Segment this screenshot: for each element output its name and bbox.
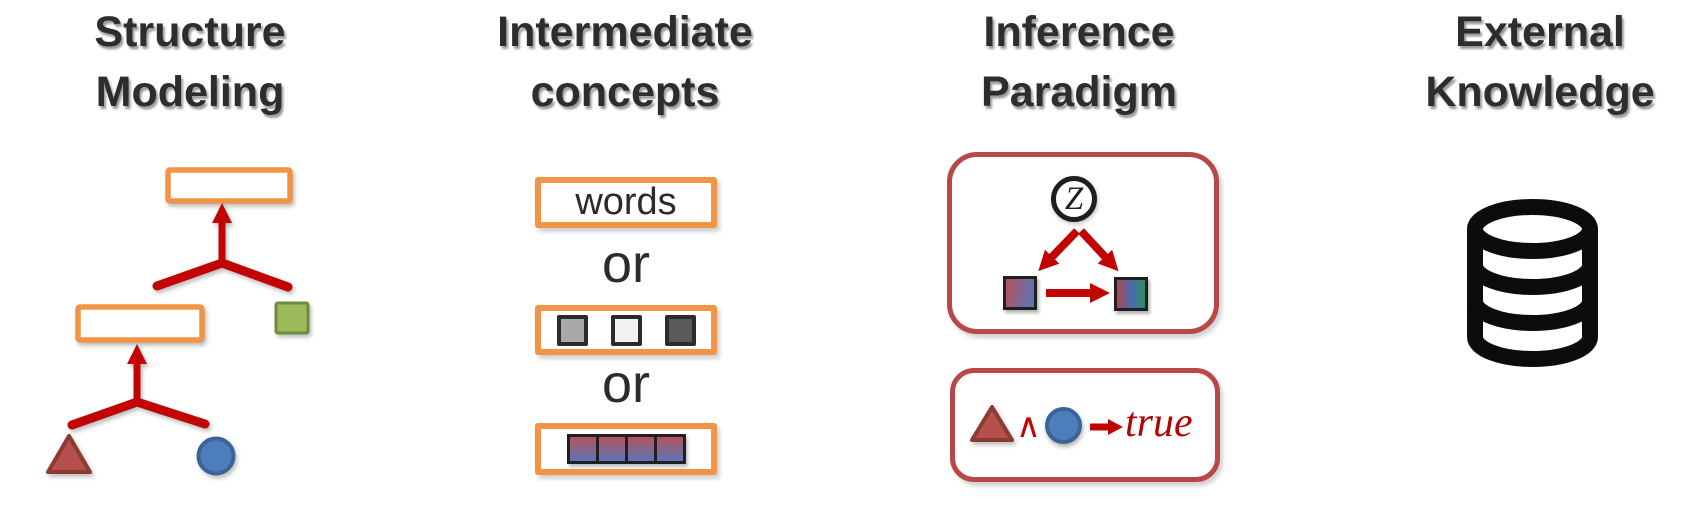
- gradient-cell-icon: [598, 437, 625, 461]
- latent-variable-label: Z: [1064, 181, 1084, 217]
- latent-variable-node: Z: [1051, 176, 1097, 222]
- embedding-square-icon: [1003, 276, 1037, 310]
- title-line: Modeling: [95, 68, 285, 116]
- column-title-structure-modeling: Structure Modeling: [30, 2, 350, 122]
- parse-tree-diagram: [46, 167, 310, 476]
- circle-icon: [1045, 407, 1082, 444]
- tree-node-box-left: [75, 304, 205, 343]
- embedding-vector-box: [535, 423, 717, 475]
- title-line: External: [1455, 8, 1625, 56]
- down-right-arrow-icon: [1078, 228, 1119, 272]
- triangle-icon: [46, 434, 92, 474]
- gray-square-icon: [610, 314, 642, 346]
- title-line: Paradigm: [981, 68, 1177, 116]
- gradient-cell-icon: [627, 437, 654, 461]
- title-line: concepts: [530, 68, 720, 116]
- circle-icon: [196, 436, 236, 476]
- tree-branch-upper: [152, 258, 293, 292]
- database-icon: [1467, 199, 1598, 367]
- gray-squares-row: [541, 311, 711, 349]
- embedding-cells-strip: [566, 434, 686, 464]
- gray-square-icon: [664, 314, 696, 346]
- title-line: Intermediate: [497, 8, 753, 56]
- column-title-inference-paradigm: Inference Paradigm: [919, 2, 1239, 122]
- gradient-cell-icon: [569, 437, 596, 461]
- latent-arrows-diagram: [1038, 228, 1119, 303]
- column-title-intermediate-concepts: Intermediate concepts: [465, 2, 785, 122]
- title-line: Knowledge: [1425, 68, 1655, 116]
- latent-variable-panel: Z: [947, 152, 1219, 334]
- embedding-square-icon: [1114, 277, 1148, 311]
- title-line: Structure: [94, 8, 286, 56]
- tree-node-box-top: [165, 167, 293, 204]
- gray-square-icon: [556, 314, 588, 346]
- column-title-external-knowledge: External Knowledge: [1380, 2, 1699, 122]
- words-label: words: [575, 181, 677, 223]
- down-left-arrow-icon: [1038, 228, 1080, 272]
- tree-branch-lower: [67, 397, 210, 430]
- triangle-icon: [970, 405, 1014, 442]
- or-label-1: or: [601, 234, 650, 294]
- title-line: Inference: [983, 8, 1175, 56]
- words-box: words: [535, 177, 717, 228]
- green-square-icon: [274, 301, 310, 335]
- gradient-cell-icon: [656, 437, 683, 461]
- or-label-2: or: [601, 354, 650, 414]
- logic-rule-panel: ∧ true: [950, 368, 1220, 482]
- discrete-symbols-box: [535, 305, 717, 355]
- true-label: true: [1125, 400, 1193, 446]
- logical-and-symbol: ∧: [1016, 407, 1041, 445]
- right-arrow-icon: [1090, 419, 1123, 435]
